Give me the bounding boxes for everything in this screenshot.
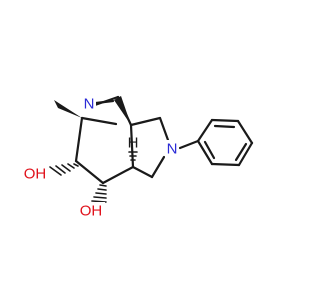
atom-oh-upper: OH [24, 166, 47, 183]
bond-ch2-to-ch [131, 165, 154, 179]
wedge-bond-bridgehead [114, 96, 131, 125]
hashed-bond-h [128, 151, 138, 161]
phenyl-bond-1 [196, 118, 214, 143]
bond-bridgehead-to-ch2 [129, 116, 162, 127]
hashed-bond-oh-upper [49, 163, 79, 176]
phenyl-bond-3 [236, 119, 254, 145]
atom-n-aziridine: N [84, 96, 95, 113]
bond-n-to-phenyl [178, 139, 200, 150]
atom-h-stereo: H [128, 135, 139, 152]
phenyl-bond-6 [196, 139, 214, 166]
atom-n-pyrrolidine: N [167, 141, 178, 158]
phenyl-bond-4 [237, 141, 254, 167]
phenyl-double-bond-3 [203, 140, 216, 160]
bond-ch2-to-pyrrolidine-n [158, 116, 170, 142]
bond-ring-ch-to-choh [74, 116, 84, 163]
hashed-bond-oh-lower [91, 184, 107, 203]
atom-labels: N N OH OH H [21, 95, 179, 220]
molecule-structure: N N OH OH H [21, 95, 254, 220]
atom-oh-lower: OH [80, 203, 103, 220]
bond-pyrrolidine-n-to-ch2 [150, 155, 166, 179]
phenyl-ring [196, 118, 254, 167]
bond-choh-to-ch [101, 165, 135, 185]
phenyl-bond-5 [210, 162, 241, 167]
bond-choh-to-choh [74, 159, 105, 185]
bond-methyl-c-to-n [80, 116, 118, 126]
bond-n-to-aziridine-ch2 [90, 95, 120, 108]
phenyl-bond-2 [210, 118, 240, 123]
phenyl-double-bond-1 [213, 124, 236, 129]
wedge-bond-methyl [54, 100, 82, 118]
stereo-bonds [49, 96, 138, 203]
phenyl-double-bond-2 [234, 142, 248, 162]
